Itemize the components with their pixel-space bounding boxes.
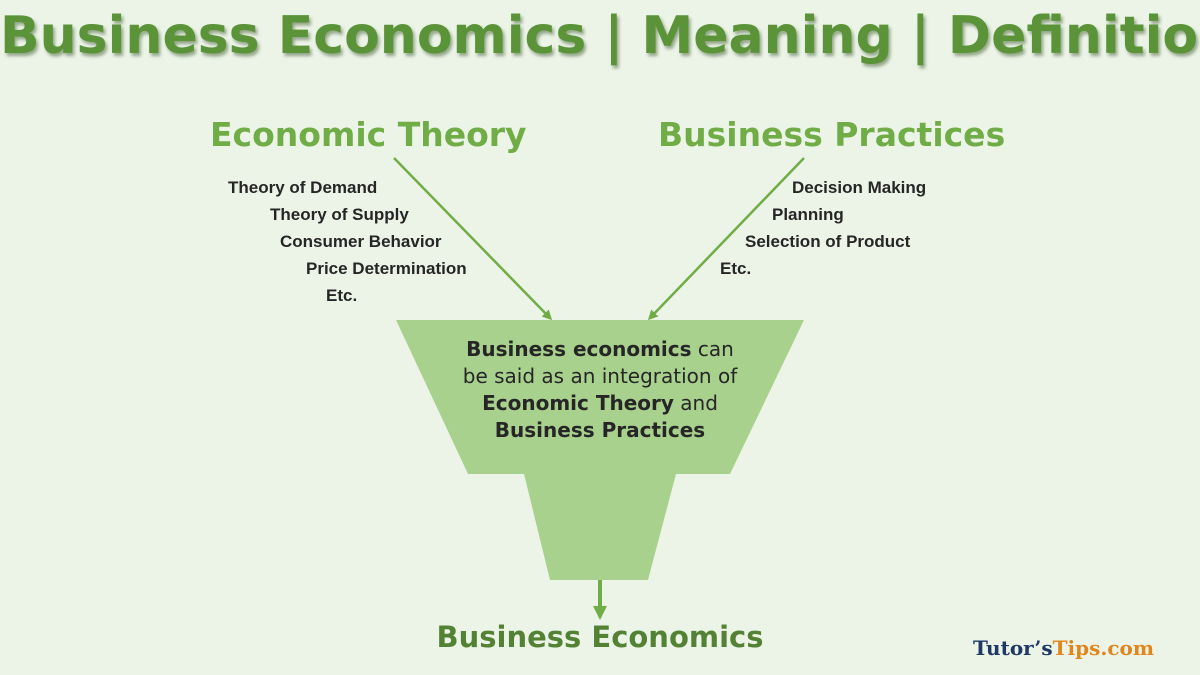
brand-part1: Tutor’s [973, 636, 1053, 660]
economic-theory-item: Theory of Demand [228, 178, 378, 197]
economic-theory-item: Price Determination [306, 259, 467, 278]
economic-theory-heading: Economic Theory [210, 115, 527, 154]
business-practice-item: Selection of Product [745, 232, 911, 251]
funnel-bottom [524, 474, 676, 580]
funnel-top [396, 320, 804, 474]
business-practice-item: Etc. [720, 259, 752, 278]
result-label: Business Economics [436, 620, 764, 654]
funnel-line1-rest: can [691, 337, 734, 361]
business-practices-heading: Business Practices [658, 115, 1006, 154]
brand-part2: Tips.com [1052, 636, 1155, 660]
economic-theory-item: Etc. [326, 286, 358, 305]
funnel-line3-rest: and [673, 391, 718, 415]
business-practice-item: Planning [772, 205, 844, 224]
brand-logo: Tutor’sTips.com [973, 636, 1154, 660]
funnel-line4-bold: Business Practices [494, 418, 706, 442]
business-practice-item: Decision Making [792, 178, 927, 197]
page-title: Business Economics | Meaning | Definitio… [0, 6, 1200, 66]
economic-theory-item: Theory of Supply [270, 205, 409, 224]
funnel-text: Business economics can be said as an int… [420, 336, 780, 444]
funnel-line2: be said as an integration of [462, 364, 738, 388]
funnel-line1-bold: Business economics [466, 337, 692, 361]
economic-theory-item: Consumer Behavior [280, 232, 442, 251]
funnel-line3-bold: Economic Theory [482, 391, 674, 415]
right-arrow [647, 157, 805, 321]
left-arrow [393, 157, 553, 321]
